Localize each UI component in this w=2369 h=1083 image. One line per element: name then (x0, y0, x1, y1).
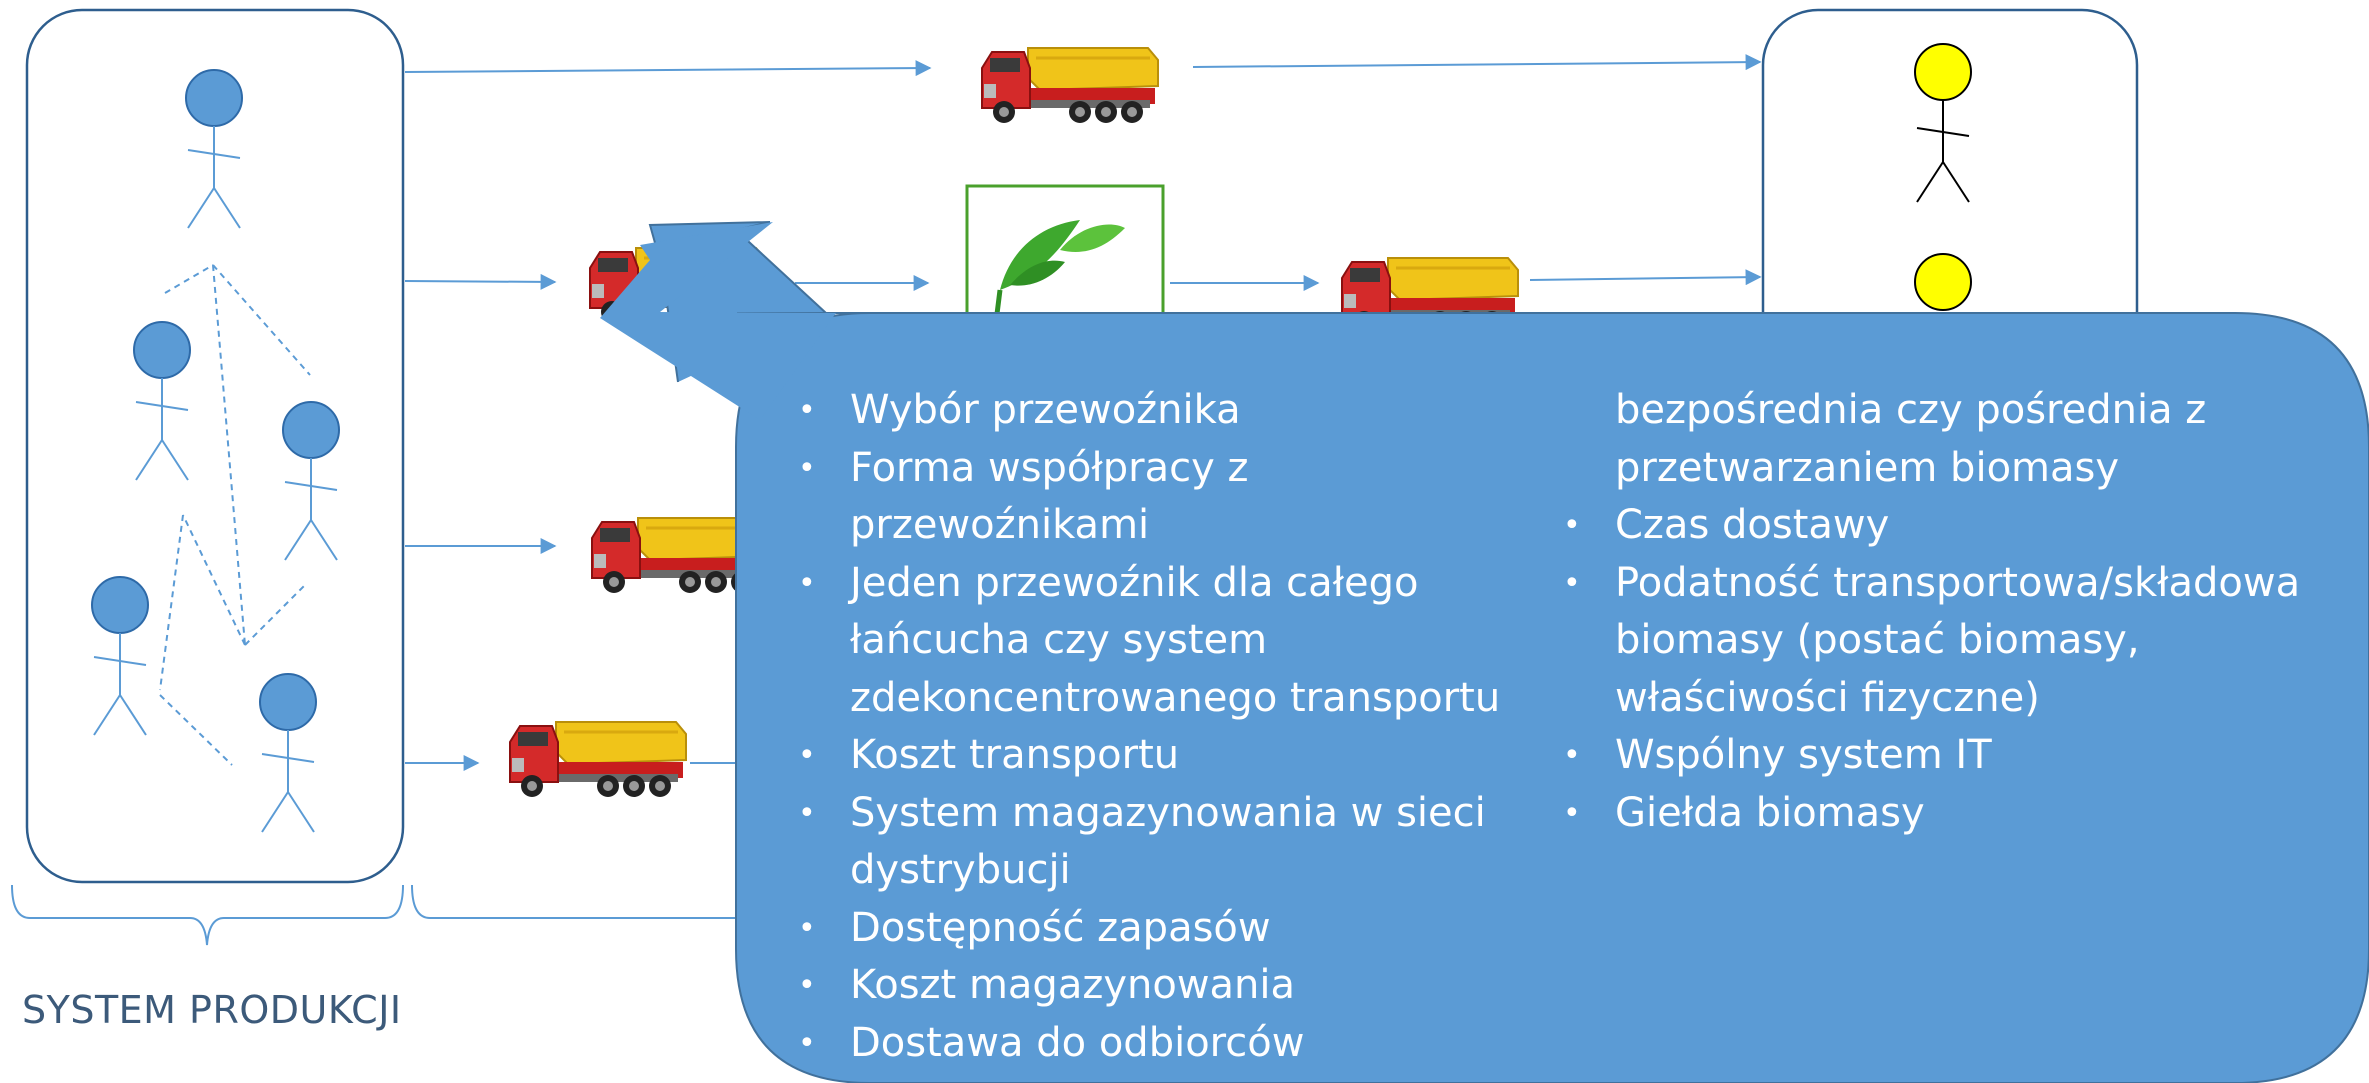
callout-item-line: System magazynowania w sieci (850, 789, 1486, 836)
producer-relations (159, 264, 311, 766)
producer-person-icon (133, 321, 191, 481)
callout-bullet-item: • Podatność transportowa/składowa biomasy … (1555, 555, 2335, 728)
producer-person-icon (259, 673, 317, 833)
production-system-box (25, 8, 405, 884)
production-system-label: SYSTEM PRODUKCJI (22, 988, 402, 1032)
callout-item-line: biomasy (postać biomasy, (1615, 617, 2140, 663)
callout-column-2: bezpośrednia czy pośrednia z przetwarzan… (1555, 382, 2335, 842)
callout-column-1: • Wybór przewoźnika • Forma współpracy z pr… (790, 382, 1550, 1072)
bullet-icon: • (798, 393, 816, 428)
callout-continuation-line-2: przetwarzaniem biomasy (1615, 444, 2120, 491)
bullet-icon: • (798, 968, 816, 1003)
producer-person-icon (91, 576, 149, 736)
callout-bullet-item: • Czas dostawy (1555, 497, 2335, 555)
dump-truck-icon (508, 720, 688, 799)
callout-item-line: łańcucha czy system (850, 617, 1268, 663)
consumer-person-icon (1914, 43, 1972, 203)
callout-bullet-item: • Dostawa do odbiorców (790, 1015, 1550, 1073)
callout-bullet-item: • Forma współpracy z przewoźnikami (790, 440, 1550, 555)
callout-bullet-item: • Wybór przewoźnika (790, 382, 1550, 440)
producer-person-icon (282, 401, 340, 561)
callout-item-line: dystrybucji (850, 847, 1071, 893)
callout-item-line: Forma współpracy z przewoźnikami (850, 444, 1249, 549)
bullet-icon: • (798, 738, 816, 773)
callout-item-line: zdekoncentrowanego transportu (850, 674, 1501, 721)
callout-bullet-item: • Koszt magazynowania (790, 957, 1550, 1015)
callout-item-line: Dostępność zapasów (850, 904, 1271, 951)
callout-bullet-item: • Dostępność zapasów (790, 900, 1550, 958)
callout-bullet-item: • System magazynowania w sieci dystrybucji (790, 785, 1550, 900)
callout-bullet-item: • Giełda biomasy (1555, 785, 2335, 843)
callout-item-line: właściwości fizyczne) (1615, 674, 2040, 721)
callout-bullet-item: • Koszt transportu (790, 727, 1550, 785)
callout-item-line: Koszt magazynowania (850, 962, 1296, 1008)
bullet-icon: • (798, 795, 816, 831)
callout-item-line: Czas dostawy (1615, 502, 1890, 548)
production-bracket (11, 884, 404, 946)
producer-person-icon (185, 69, 243, 229)
bullet-icon: • (798, 565, 816, 601)
bullet-icon: • (798, 910, 816, 946)
callout-item-line: Dostawa do odbiorców (850, 1019, 1305, 1066)
callout-pointer (600, 222, 836, 420)
callout-item-line: Wspólny system IT (1615, 732, 1992, 778)
bullet-icon: • (798, 1025, 816, 1061)
bullet-icon: • (1563, 565, 1581, 601)
bullet-icon: • (1563, 508, 1581, 543)
callout-item-line: Giełda biomasy (1615, 789, 1925, 836)
callout-bullet-item: • Jeden przewoźnik dla całego łańcucha czy… (790, 555, 1550, 728)
distribution-bracket (411, 884, 760, 919)
consumer-person-icon (1914, 253, 1972, 311)
callout-item-line: Podatność transportowa/składowa (1615, 559, 2301, 606)
bullet-icon: • (798, 450, 816, 486)
callout-bullet-item: • Wspólny system IT (1555, 727, 2335, 785)
dump-truck-icon (980, 46, 1160, 125)
callout-continuation-line-1: bezpośrednia czy pośrednia z (1615, 387, 2207, 433)
callout-item-line: Jeden przewoźnik dla całego (850, 559, 1419, 606)
bullet-icon: • (1563, 738, 1581, 773)
bullet-icon: • (1563, 795, 1581, 831)
callout-item-line: Wybór przewoźnika (850, 387, 1241, 433)
callout-item-line: Koszt transportu (850, 732, 1180, 778)
